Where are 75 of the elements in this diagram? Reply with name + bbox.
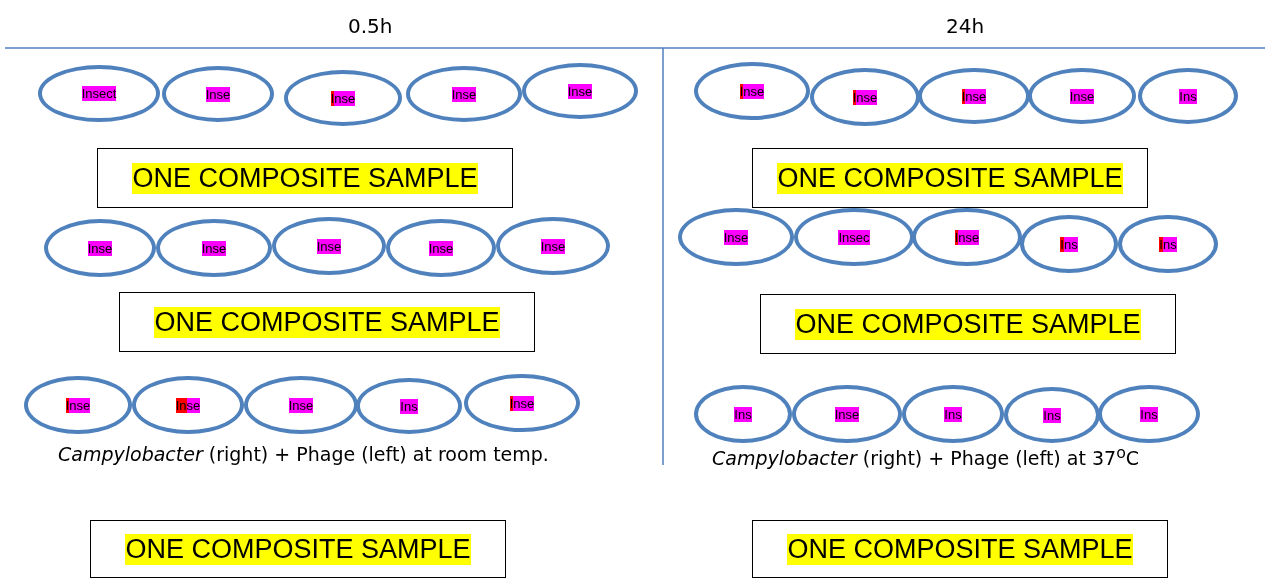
oval-shape <box>678 208 794 266</box>
sample-label: Inse <box>288 397 314 413</box>
sample-label: Inse <box>428 240 454 256</box>
condition-caption: Campylobacter (right) + Phage (left) at 37$^{o}$C <box>712 443 1140 470</box>
sample-label: ONE COMPOSITE SAMPLE <box>787 533 1133 565</box>
sample-label: Inse <box>330 90 356 106</box>
sample-label: Inse <box>87 240 113 256</box>
sample-label: ONE COMPOSITE SAMPLE <box>777 162 1123 194</box>
oval-shape <box>496 217 610 275</box>
sample-box <box>760 294 1176 354</box>
oval-shape <box>244 376 358 434</box>
oval-shape <box>694 62 810 120</box>
sample-label: Inse <box>852 89 878 105</box>
sample-label: Ins <box>1179 88 1197 104</box>
sample-box <box>752 520 1168 578</box>
sample-label: Ins <box>1060 236 1078 252</box>
time-heading: 0.5h <box>348 14 393 38</box>
oval-shape <box>902 385 1004 443</box>
oval-shape <box>162 66 274 122</box>
sample-label: Inse <box>723 229 749 245</box>
sample-box <box>97 148 513 208</box>
oval-shape <box>156 219 272 277</box>
sample-label: Inse <box>65 397 91 413</box>
sample-label: ONE COMPOSITE SAMPLE <box>795 308 1141 340</box>
sample-label: Inse <box>540 238 566 254</box>
oval-shape <box>1020 215 1118 273</box>
oval-shape <box>1138 68 1238 124</box>
sample-label: Inse <box>834 406 860 422</box>
sample-label: Inse <box>739 83 765 99</box>
condition-caption: Campylobacter (right) + Phage (left) at room temp. <box>58 443 549 465</box>
sample-label: Ins <box>734 406 752 422</box>
oval-shape <box>272 217 386 275</box>
sample-label: Inse <box>954 229 980 245</box>
oval-shape <box>386 219 496 277</box>
oval-shape <box>132 376 244 434</box>
sample-label: ONE COMPOSITE SAMPLE <box>132 162 478 194</box>
oval-shape <box>1118 215 1218 273</box>
sample-label: Ins <box>944 406 962 422</box>
sample-label: Ins <box>1140 406 1158 422</box>
oval-shape <box>1098 385 1200 443</box>
sample-box <box>119 292 535 352</box>
oval-shape <box>356 378 462 434</box>
sample-label: Inse <box>316 238 342 254</box>
oval-shape <box>1004 387 1100 443</box>
sample-label: ONE COMPOSITE SAMPLE <box>154 306 500 338</box>
sample-label: Ins <box>1043 407 1061 423</box>
sample-box <box>752 148 1148 208</box>
oval-shape <box>918 68 1030 124</box>
oval-shape <box>522 63 638 119</box>
oval-shape <box>44 219 156 277</box>
oval-shape <box>1028 68 1136 124</box>
oval-shape <box>694 385 792 443</box>
sample-label: Inse <box>175 397 201 413</box>
oval-shape <box>464 374 580 432</box>
sample-label: Inse <box>509 395 535 411</box>
sample-label: Insec <box>838 229 870 245</box>
oval-shape <box>792 385 902 443</box>
oval-shape <box>912 208 1022 266</box>
sample-label: Inse <box>1069 88 1095 104</box>
oval-shape <box>810 68 920 126</box>
sample-label: Ins <box>400 398 418 414</box>
oval-shape <box>794 208 914 266</box>
sample-label: ONE COMPOSITE SAMPLE <box>125 533 471 565</box>
sample-box <box>90 520 506 578</box>
oval-shape <box>406 66 522 122</box>
sample-label: Inse <box>961 88 987 104</box>
sample-label: Inse <box>451 86 477 102</box>
oval-shape <box>38 65 160 122</box>
oval-shape <box>24 376 132 434</box>
sample-label: Inse <box>205 86 231 102</box>
oval-shape <box>284 70 402 126</box>
sample-label: Inse <box>201 240 227 256</box>
time-heading: 24h <box>946 14 985 38</box>
sample-label: Ins <box>1159 236 1177 252</box>
sample-label: Inse <box>567 83 593 99</box>
